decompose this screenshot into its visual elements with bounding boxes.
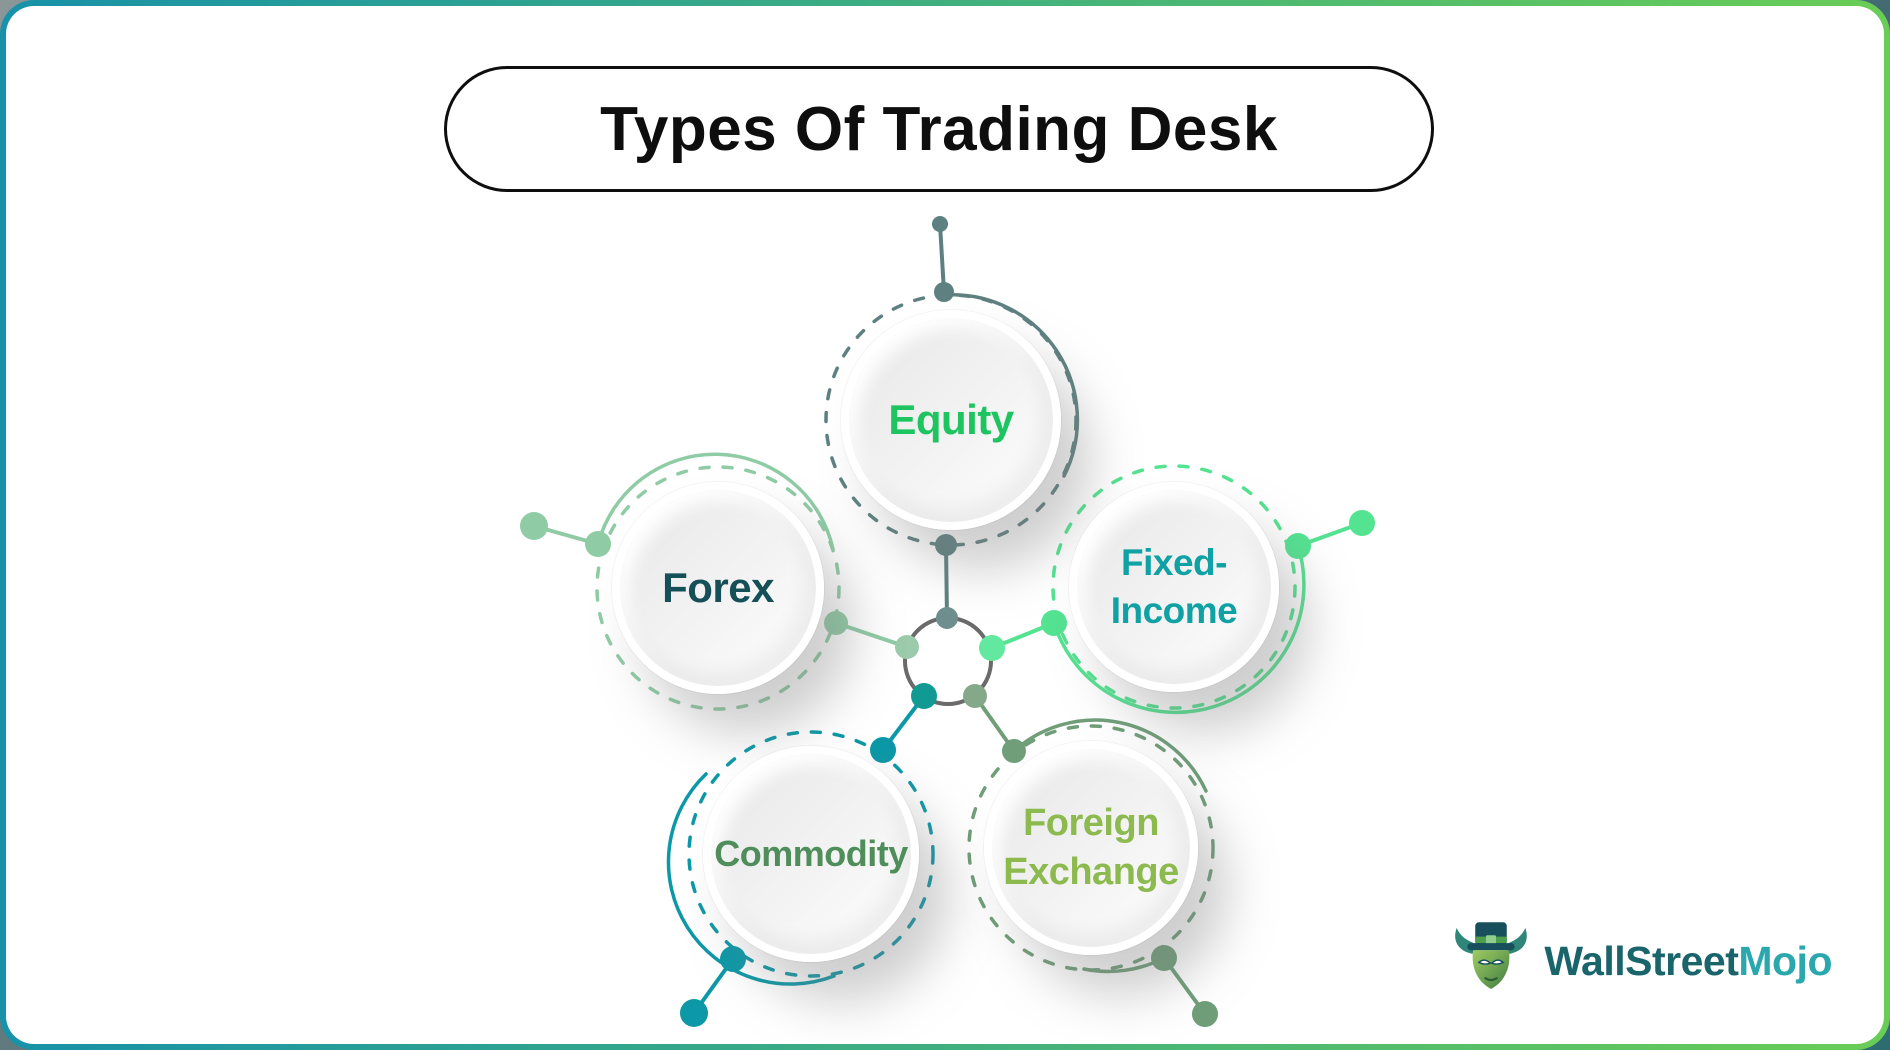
connector-equity bbox=[824, 216, 1080, 620]
hub-ring bbox=[895, 607, 1005, 709]
connector-fixed-income bbox=[990, 464, 1375, 715]
infographic-card: Types Of Trading Desk bbox=[6, 6, 1884, 1044]
node-equity-label: Equity bbox=[888, 395, 1014, 443]
wallstreetmojo-logo: WallStreetMojo bbox=[1448, 916, 1832, 1006]
node-forex: Forex bbox=[612, 482, 824, 694]
diagram-connectors bbox=[520, 216, 1375, 1027]
title-pill: Types Of Trading Desk bbox=[444, 66, 1434, 192]
logo-text-secondary: Mojo bbox=[1738, 937, 1832, 984]
logo-text: WallStreetMojo bbox=[1544, 938, 1832, 985]
node-foreign-exchange-label: Foreign Exchange bbox=[1003, 801, 1179, 893]
node-fixed-income-label: Fixed- Income bbox=[1110, 541, 1238, 631]
logo-text-primary: WallStreet bbox=[1544, 937, 1739, 984]
node-commodity-label: Commodity bbox=[714, 832, 908, 874]
hub-dot-fixed-income bbox=[979, 635, 1005, 661]
hub-dot-forex bbox=[895, 635, 919, 659]
hub-dot-commodity bbox=[911, 683, 937, 709]
page-title: Types Of Trading Desk bbox=[600, 94, 1278, 164]
node-forex-label: Forex bbox=[662, 563, 774, 611]
node-equity: Equity bbox=[841, 310, 1061, 530]
hub-dot-foreign-exchange bbox=[963, 684, 987, 708]
bull-icon bbox=[1455, 922, 1528, 989]
hub-dot-equity bbox=[936, 607, 958, 629]
node-foreign-exchange: Foreign Exchange bbox=[984, 741, 1198, 955]
node-fixed-income: Fixed- Income bbox=[1069, 482, 1279, 692]
connector-forex bbox=[520, 452, 909, 711]
node-commodity: Commodity bbox=[703, 746, 919, 962]
